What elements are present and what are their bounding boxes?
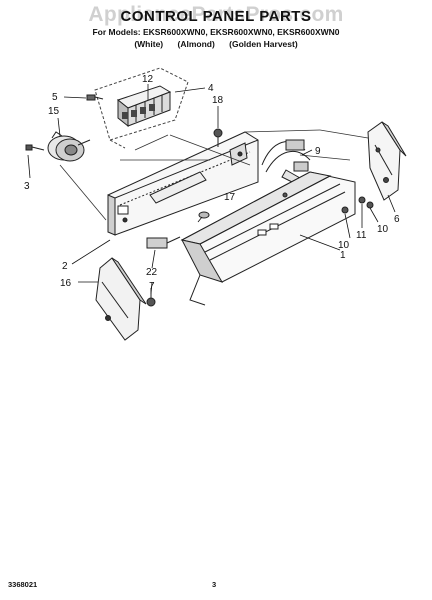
callout-10-upper: 10 (377, 224, 389, 235)
callout-2: 2 (62, 261, 68, 272)
document-code: 3368021 (8, 580, 38, 589)
callout-10-lower: 10 (338, 240, 350, 251)
washer-part-17 (198, 211, 210, 219)
color-white: (White) (134, 39, 164, 49)
callout-12: 12 (142, 74, 154, 85)
callout-4: 4 (208, 83, 214, 94)
callout-9: 9 (315, 146, 321, 157)
color-list: (White) (Almond) (Golden Harvest) (0, 39, 432, 49)
callout-11: 11 (356, 230, 367, 241)
screw-part-3 (25, 144, 45, 151)
callout-3: 3 (24, 181, 30, 192)
control-panel-main-part (180, 171, 356, 306)
callout-5: 5 (52, 92, 58, 103)
switch-assembly-box (94, 67, 189, 149)
wire-harness-part (261, 139, 311, 185)
timer-knob-part (47, 131, 91, 162)
panel-screws (341, 196, 374, 214)
callout-18: 18 (212, 95, 224, 106)
page-title: CONTROL PANEL PARTS (120, 8, 312, 25)
color-golden-harvest: (Golden Harvest) (229, 39, 298, 49)
connector-part-22 (146, 236, 181, 249)
color-almond: (Almond) (177, 39, 215, 49)
screw-part-18 (213, 128, 223, 147)
callout-22: 22 (146, 267, 158, 278)
callout-15: 15 (48, 106, 60, 117)
page-number: 3 (212, 580, 217, 589)
callout-7: 7 (149, 281, 155, 292)
right-end-bracket-part (367, 121, 407, 201)
callout-17: 17 (224, 192, 236, 203)
left-end-cap-part (95, 257, 147, 341)
control-bracket-part (107, 131, 259, 236)
callout-16: 16 (60, 278, 72, 289)
callout-6: 6 (394, 214, 400, 225)
leader-lines (59, 129, 381, 221)
callout-leaders (27, 84, 396, 295)
callout-numbers: 12 4 5 15 18 9 3 17 6 10 11 10 1 2 22 16… (24, 74, 400, 292)
screw-part-5 (86, 94, 104, 101)
push-button-switch-part (116, 85, 172, 128)
callout-1: 1 (340, 250, 346, 261)
model-list: For Models: EKSR600XWN0, EKSR600XWN0, EK… (92, 27, 340, 37)
